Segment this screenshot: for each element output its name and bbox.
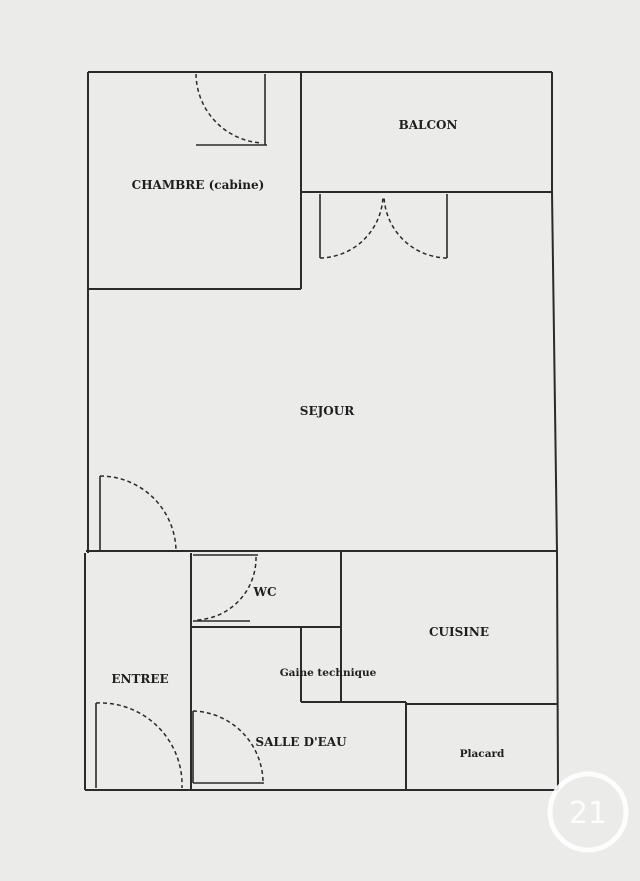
- label-entree: ENTREE: [111, 672, 168, 686]
- label-chambre: CHAMBRE (cabine): [132, 178, 265, 192]
- room-salle-eau: [192, 710, 264, 784]
- logo-ring-icon: [547, 771, 629, 853]
- label-sejour: SEJOUR: [300, 404, 355, 418]
- room-cuisine: [405, 702, 558, 790]
- room-gaine-technique: [300, 626, 406, 703]
- century21-logo: 21: [547, 771, 629, 853]
- balcony-door: [319, 194, 448, 259]
- outer-walls: [84, 71, 559, 791]
- logo-text: 21: [569, 796, 607, 831]
- room-chambre: [88, 72, 302, 290]
- label-placard: Placard: [460, 748, 505, 760]
- label-gaine-technique: Gaine technique: [280, 667, 377, 679]
- label-wc: WC: [252, 585, 276, 599]
- room-entree: [95, 553, 192, 790]
- label-balcon: BALCON: [399, 118, 458, 132]
- room-sejour: [86, 475, 557, 552]
- label-cuisine: CUISINE: [429, 625, 489, 639]
- label-salle-eau: SALLE D'EAU: [255, 735, 347, 749]
